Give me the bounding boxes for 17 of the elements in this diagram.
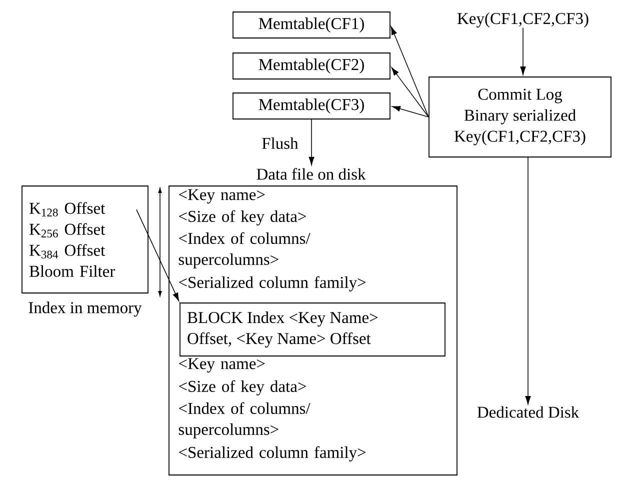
arrow bbox=[392, 106, 429, 118]
key-text: Key(CF1,CF2,CF3) bbox=[457, 12, 588, 28]
memtable-box: Memtable(CF2) bbox=[232, 52, 390, 80]
node-label: Index in memory bbox=[28, 302, 142, 317]
node-label: Data file on disk bbox=[256, 168, 366, 180]
arrow bbox=[525, 157, 531, 404]
arrow bbox=[391, 67, 429, 118]
arrow bbox=[390, 26, 429, 118]
arrow bbox=[308, 119, 314, 166]
memtable-box: Memtable(CF3) bbox=[232, 92, 390, 120]
index-box: K$_{128}$ Offset K$_{256}$ Offset K$_{384}$ Offset Bloom Filter bbox=[22, 186, 148, 294]
memtable-box: Memtable(CF1) bbox=[232, 12, 390, 38]
commit-log-box: Commit Log Binary serialized Key(CF1,CF2,CF3) bbox=[428, 76, 612, 158]
edge-label: Flush bbox=[260, 136, 300, 150]
block-index-box: BLOCK Index <Key Name> Offset, <Key Name> Offset bbox=[180, 302, 446, 356]
disk-text: Dedicated Disk bbox=[477, 406, 580, 418]
arrow bbox=[520, 27, 526, 75]
